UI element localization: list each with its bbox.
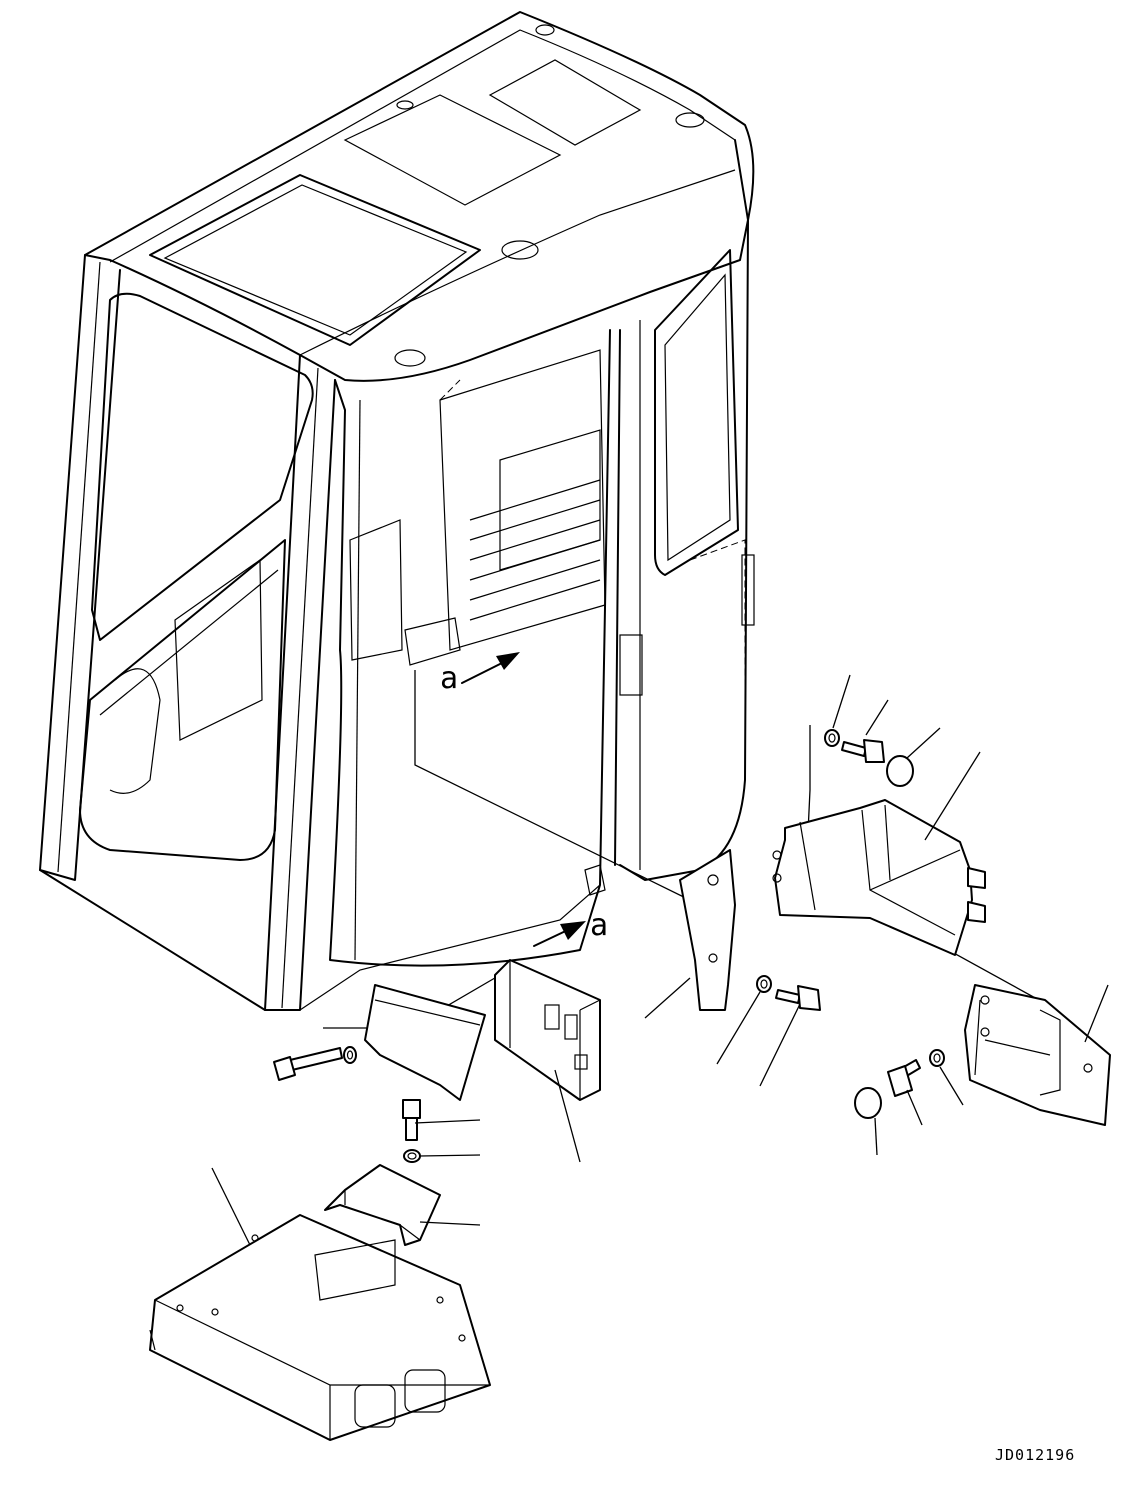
cap-lower-right: [854, 1087, 882, 1119]
top-bracket: [364, 984, 486, 1101]
drawing-number: JD012196: [995, 1446, 1076, 1464]
base-plate: [149, 1214, 491, 1441]
view-label-lower: a: [590, 908, 608, 943]
bolt-middle: [775, 985, 821, 1011]
bolt-horizontal: [273, 1047, 343, 1081]
operator-cab: [39, 11, 755, 1011]
washer-horizontal: [343, 1046, 357, 1064]
washer-upper: [824, 729, 840, 747]
bolt-vertical: [402, 1099, 421, 1141]
lower-side-cover: [964, 984, 1111, 1126]
guide-line-a: [414, 670, 701, 906]
vertical-plate: [679, 849, 736, 1011]
controller-box: [494, 959, 601, 1101]
bolt-lower-right: [887, 1059, 921, 1097]
view-arrow-upper: a: [440, 652, 520, 696]
washer-vertical: [403, 1149, 421, 1163]
washer-lower-right: [929, 1049, 945, 1067]
view-label-upper: a: [440, 661, 458, 696]
lower-bracket: [324, 1164, 441, 1246]
view-arrow-lower: a: [533, 908, 608, 947]
upper-side-cover: [772, 799, 986, 956]
leader-lines: [211, 674, 1109, 1246]
washer-middle: [756, 975, 772, 993]
cap-upper: [886, 755, 914, 787]
bolt-upper: [841, 739, 885, 763]
